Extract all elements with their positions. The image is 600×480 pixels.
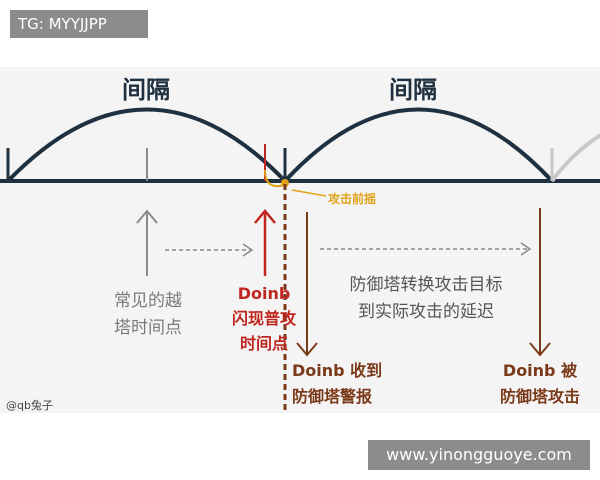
- alert-line1: Doinb 收到: [292, 361, 383, 380]
- diagram-panel: [0, 67, 600, 413]
- hit-text: Doinb 被 防御塔攻击: [488, 358, 592, 410]
- hit-line2: 防御塔攻击: [499, 387, 580, 406]
- delay-text: 防御塔转换攻击目标 到实际攻击的延迟: [326, 272, 526, 326]
- flash-line3: 时间点: [239, 334, 288, 353]
- interval-label-1: 间隔: [122, 76, 170, 104]
- common-dive-line2: 塔时间点: [114, 318, 182, 338]
- interval-label-2: 间隔: [389, 76, 437, 104]
- attack-point: [281, 179, 289, 187]
- flash-line2: 闪现普攻: [231, 309, 296, 328]
- common-dive-line1: 常见的越: [114, 291, 182, 311]
- top-watermark: TG: MYYJJPP: [10, 10, 148, 38]
- delay-line2: 到实际攻击的延迟: [358, 302, 494, 322]
- flash-text: Doinb 闪现普攻 时间点: [216, 281, 312, 356]
- author-credit: @qb兔子: [6, 399, 53, 412]
- alert-text: Doinb 收到 防御塔警报: [292, 358, 382, 410]
- attack-swing-label: 攻击前摇: [328, 192, 377, 206]
- interval-arc-2: [283, 107, 554, 183]
- bottom-watermark: www.yinongguoye.com: [368, 440, 590, 470]
- common-dive-text: 常见的越 塔时间点: [103, 288, 193, 342]
- interval-arc-1: [6, 107, 287, 183]
- hit-line1: Doinb 被: [502, 361, 578, 380]
- delay-line1: 防御塔转换攻击目标: [349, 275, 503, 295]
- alert-line2: 防御塔警报: [292, 387, 373, 406]
- flash-line1: Doinb: [237, 284, 291, 303]
- attack-swing-pointer: [291, 189, 327, 197]
- interval-arc-3-faded: [550, 133, 600, 183]
